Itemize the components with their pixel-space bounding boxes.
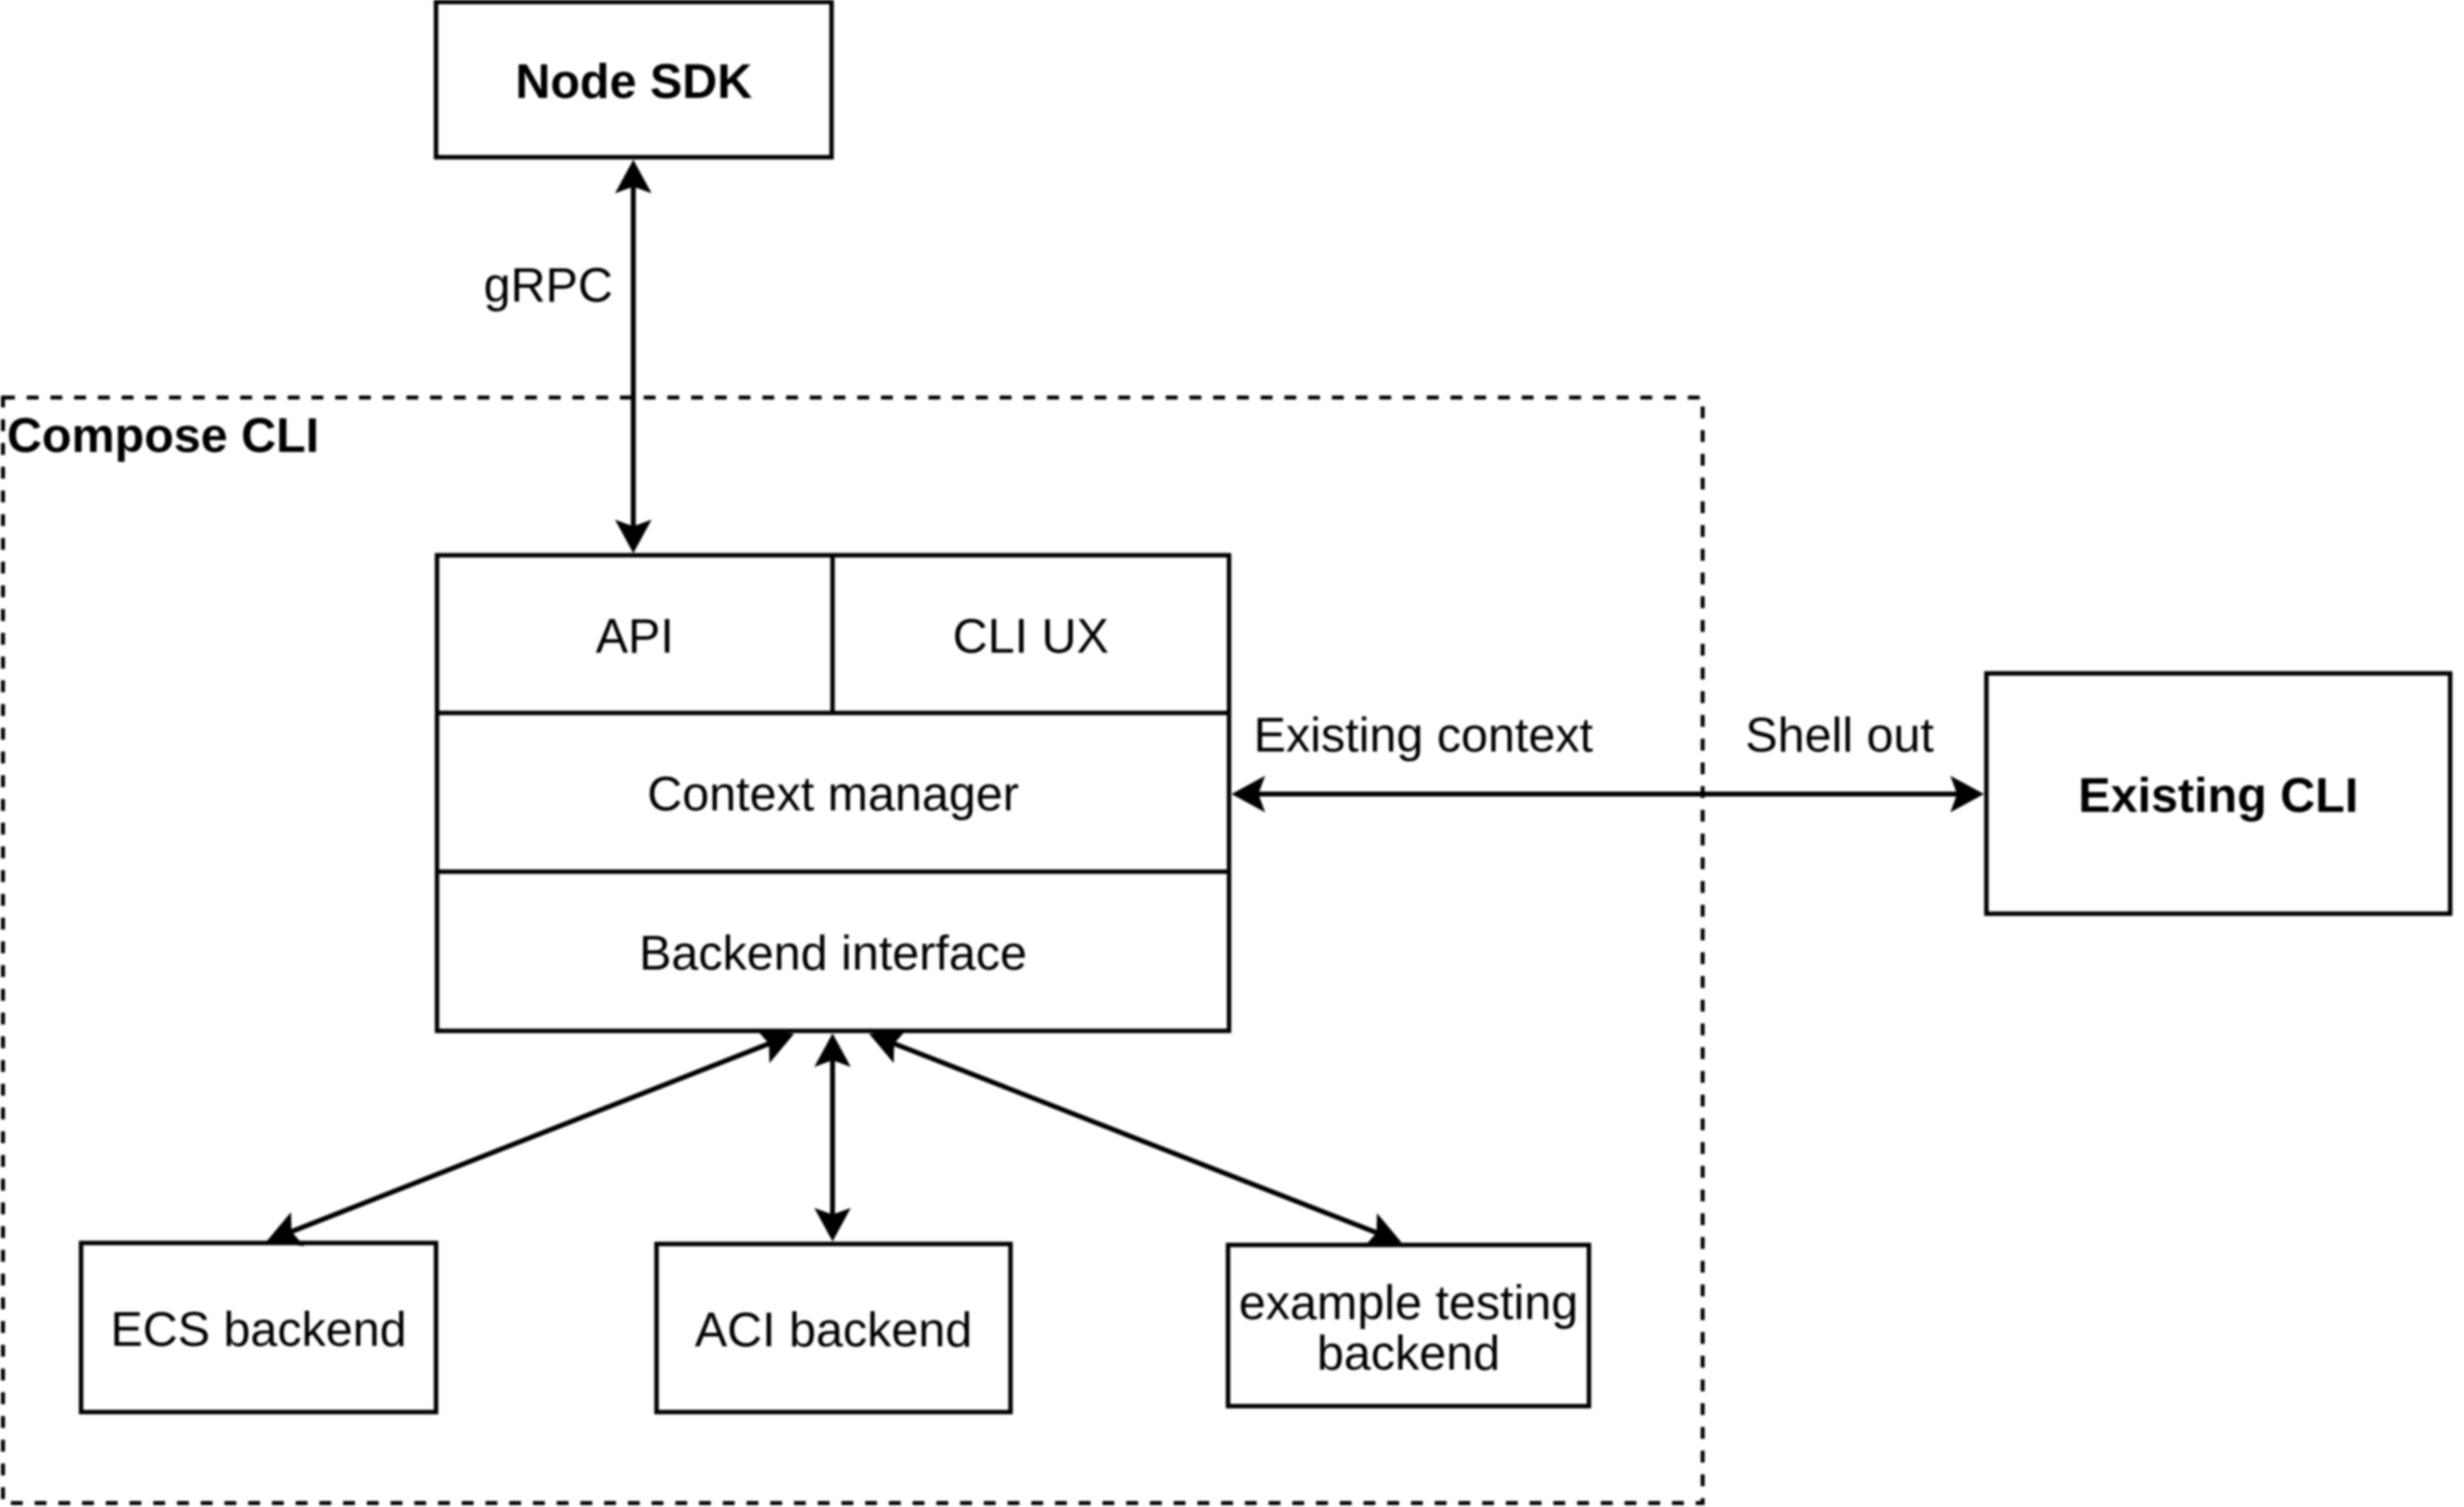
svg-text:example testing: example testing — [1239, 1277, 1578, 1330]
svg-text:ECS backend: ECS backend — [111, 1303, 407, 1357]
svg-text:CLI UX: CLI UX — [953, 610, 1109, 664]
svg-text:API: API — [596, 610, 674, 664]
svg-text:Node SDK: Node SDK — [515, 55, 752, 109]
svg-text:ACI backend: ACI backend — [695, 1304, 973, 1358]
svg-text:Context manager: Context manager — [648, 768, 1019, 822]
svg-text:Existing context: Existing context — [1254, 709, 1594, 762]
svg-text:Shell out: Shell out — [1745, 709, 1934, 762]
svg-text:backend: backend — [1317, 1327, 1500, 1380]
svg-text:Backend interface: Backend interface — [639, 928, 1026, 981]
svg-text:Existing CLI: Existing CLI — [2078, 769, 2358, 823]
svg-text:gRPC: gRPC — [484, 259, 613, 312]
svg-text:Compose CLI: Compose CLI — [7, 409, 319, 463]
